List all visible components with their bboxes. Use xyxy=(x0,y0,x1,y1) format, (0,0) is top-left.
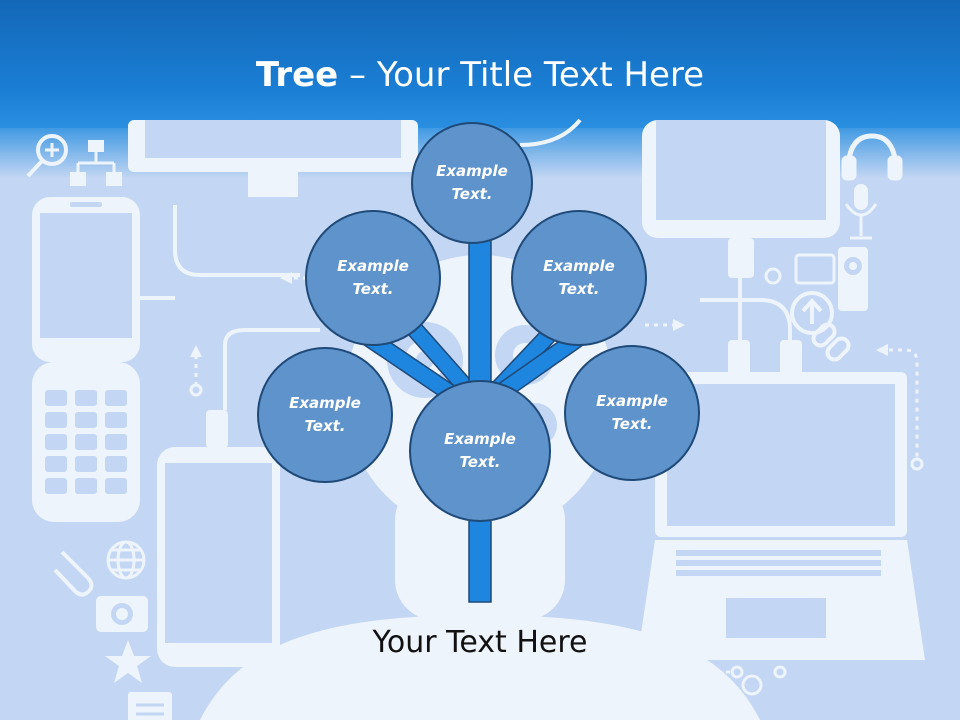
camera-icon xyxy=(96,596,148,632)
camera-icon xyxy=(838,247,868,311)
magnifier-icon xyxy=(26,134,68,178)
laptop-icon xyxy=(637,340,925,660)
tree-node-center: Example Text. xyxy=(409,380,551,522)
arrow-heads xyxy=(190,272,888,678)
globe-icon xyxy=(106,540,146,580)
tree-node-top: Example Text. xyxy=(411,122,533,244)
monitor-icon xyxy=(128,120,418,197)
tree-node-label: Example Text. xyxy=(289,394,361,435)
gear-icon xyxy=(741,267,787,696)
microphone-icon xyxy=(844,184,878,240)
smartphone-icon xyxy=(157,410,280,667)
tree-node-label: Example Text. xyxy=(436,162,508,203)
slide-title: Tree – Your Title Text Here xyxy=(0,52,960,98)
title-rest: – Your Title Text Here xyxy=(338,55,705,95)
star-icon xyxy=(105,640,151,683)
tree-node-label: Example Text. xyxy=(543,257,615,298)
paperclip-icon xyxy=(53,550,94,597)
tree-node-label: Example Text. xyxy=(337,257,409,298)
title-bar xyxy=(0,0,960,128)
title-strong: Tree xyxy=(255,55,339,95)
tree-node-lower-left: Example Text. xyxy=(257,347,393,483)
tree-node-upper-right: Example Text. xyxy=(511,210,647,346)
tree-node-label: Example Text. xyxy=(596,392,668,433)
upload-icon xyxy=(790,291,834,335)
network-icon xyxy=(70,140,122,186)
tree-node-upper-left: Example Text. xyxy=(305,210,441,346)
slide-caption: Your Text Here xyxy=(372,625,588,660)
link-icon xyxy=(811,322,851,362)
phone-icon xyxy=(32,197,140,362)
headphones-icon xyxy=(841,133,903,181)
tree-node-label: Example Text. xyxy=(444,430,516,471)
tablet-icon xyxy=(642,120,840,278)
document-icon xyxy=(128,692,172,720)
tree-node-lower-right: Example Text. xyxy=(564,345,700,481)
flip-phone-icon xyxy=(32,362,140,522)
